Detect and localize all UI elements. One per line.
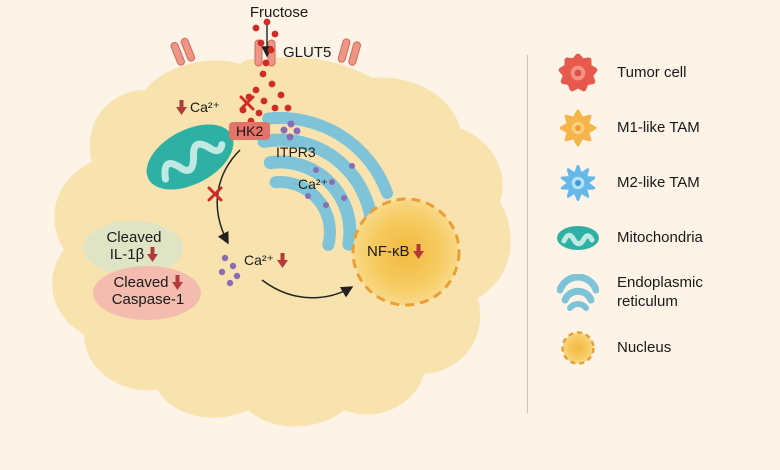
cleaved-il1b-ellipse (83, 221, 183, 275)
calcium-membrane-label: Ca²⁺ (190, 99, 220, 115)
legend-label: Nucleus (617, 338, 672, 356)
mitochondria-icon (555, 223, 601, 253)
legend-divider (527, 55, 528, 413)
cleaved-caspase1-line1: Cleaved (113, 274, 169, 291)
calcium-er-label: Ca²⁺ (298, 176, 328, 192)
m1-tam-icon (555, 107, 601, 149)
legend-label: M1-like TAM (617, 118, 700, 136)
legend-label: Mitochondria (617, 228, 703, 246)
cleaved-il1b-line2: IL-1β (109, 246, 145, 264)
calcium-membrane-label-group: Ca²⁺ (176, 99, 220, 115)
legend-item-m2-tam: M2-like TAM (555, 162, 735, 204)
cleaved-il1b-label-group: Cleaved IL-1β (85, 229, 183, 264)
legend: Tumor cell M1-like TAM M2-like TAM (555, 52, 735, 369)
calcium-cytosol-label: Ca²⁺ (244, 252, 274, 268)
itpr3-channel-calcium-ions (280, 120, 355, 208)
tumor-cell-icon (555, 52, 601, 94)
er-icon (555, 274, 601, 312)
nucleus-shape (351, 197, 461, 307)
itpr3-label: ITPR3 (276, 144, 316, 160)
cleaved-il1b-line2-group: IL-1β (85, 246, 183, 263)
membrane-transporter-left-icon (170, 37, 196, 66)
decrease-arrow-icon (171, 275, 183, 291)
nfkb-label-group: NF-κB (367, 243, 424, 260)
glut5-transporter-icon (254, 39, 276, 67)
inhibition-x-pathway-icon (207, 186, 223, 202)
legend-label: Endoplasmic reticulum (617, 274, 703, 310)
cleaved-caspase1-line1-group: Cleaved (93, 274, 203, 291)
nfkb-label: NF-κB (367, 243, 410, 260)
decrease-arrow-icon (276, 252, 288, 268)
legend-label: M2-like TAM (617, 173, 700, 191)
legend-label: Tumor cell (617, 63, 687, 81)
legend-item-mitochondria: Mitochondria (555, 217, 735, 259)
legend-item-er: Endoplasmic reticulum (555, 272, 735, 314)
fructose-molecule-dots (239, 18, 292, 125)
cleaved-caspase1-line2: Caspase-1 (111, 291, 185, 309)
legend-item-nucleus: Nucleus (555, 327, 735, 369)
legend-item-m1-tam: M1-like TAM (555, 107, 735, 149)
membrane-transporter-right-icon (337, 38, 361, 66)
cytosolic-calcium-ions (218, 254, 241, 287)
cleaved-il1b-line1: Cleaved (106, 229, 162, 246)
nucleus-icon (555, 328, 601, 368)
decrease-arrow-icon (176, 99, 187, 115)
decrease-arrow-icon (147, 247, 159, 263)
inhibition-x-top-icon (239, 95, 255, 111)
fructose-label: Fructose (249, 4, 309, 21)
decrease-arrow-icon (412, 244, 424, 260)
mitochondria-shape (146, 124, 234, 190)
glut5-label: GLUT5 (283, 44, 332, 61)
hk2-label: HK2 (229, 122, 271, 140)
legend-item-tumor-cell: Tumor cell (555, 52, 735, 94)
cleaved-caspase1-label-group: Cleaved Caspase-1 (93, 274, 203, 309)
m2-tam-icon (555, 162, 601, 204)
calcium-to-nucleus-arrow (261, 279, 354, 299)
cleaved-caspase1-ellipse (93, 266, 201, 320)
calcium-cytosol-label-group: Ca²⁺ (244, 252, 288, 268)
